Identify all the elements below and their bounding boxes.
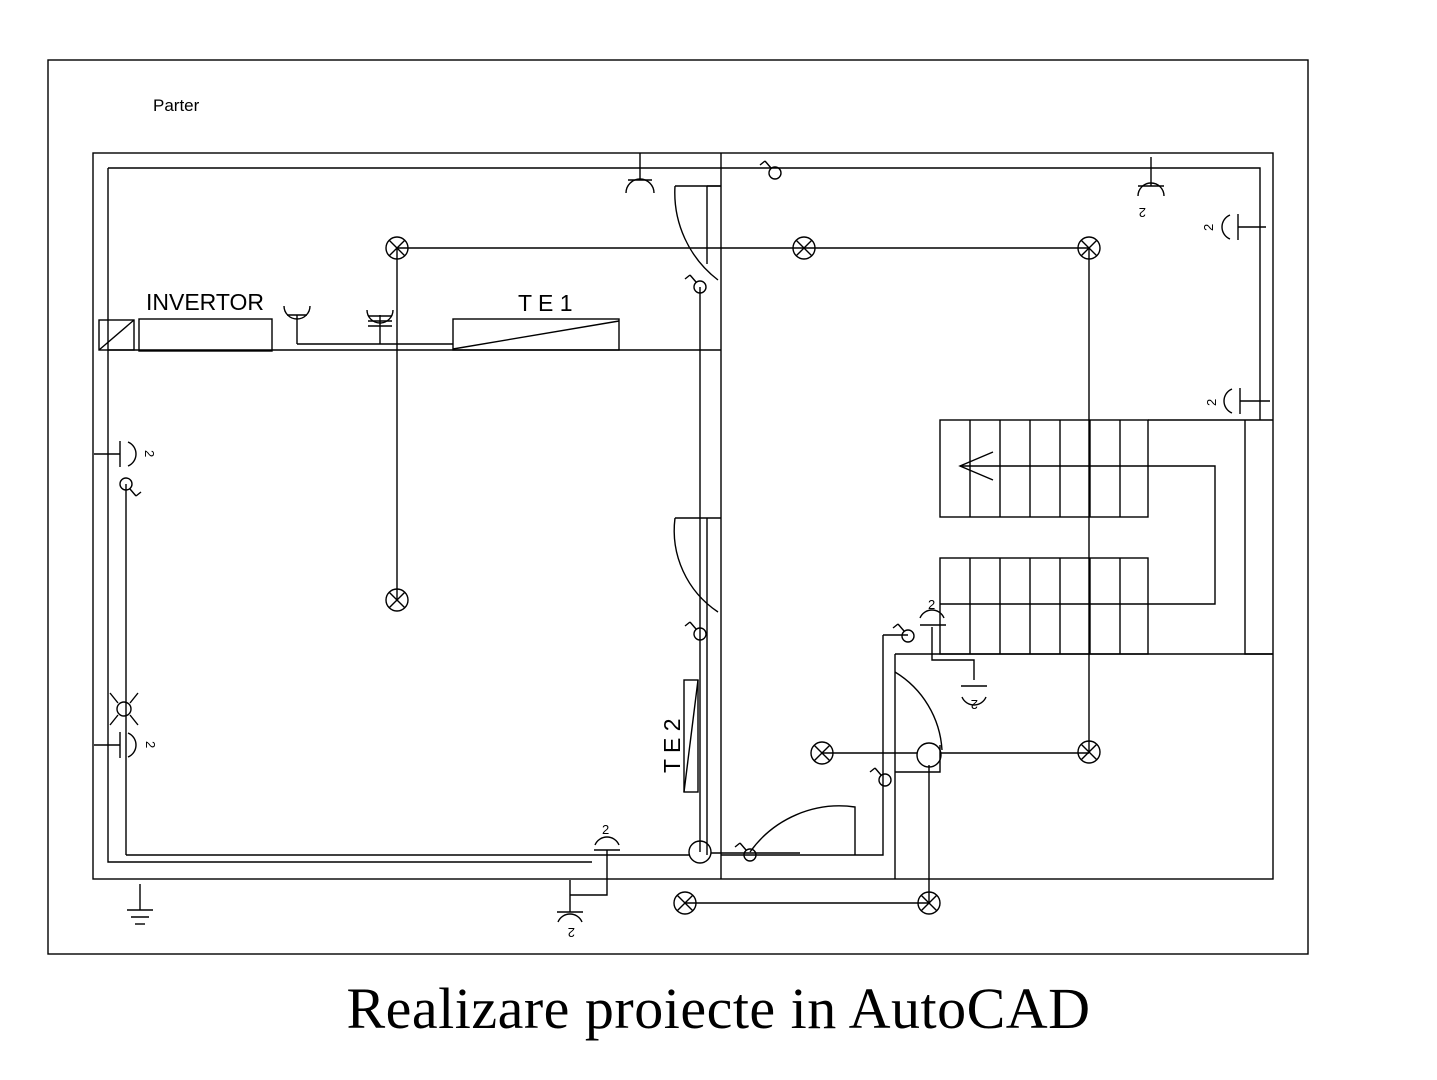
svg-text:2: 2 [1139, 205, 1146, 220]
panel-te1-label: T E 1 [518, 290, 573, 316]
staircase [939, 419, 1216, 655]
inverter-box [138, 318, 273, 352]
socket-icon: 2 [557, 880, 583, 940]
equipment-row: INVERTOR T E 1 [98, 289, 620, 352]
socket-icon: 2 [594, 822, 620, 851]
interior-walls [706, 153, 1273, 879]
sockets: 2 2 2 2 2 2 2 [119, 153, 1241, 940]
panel-te1 [452, 318, 620, 351]
svg-text:2: 2 [971, 697, 978, 712]
socket-icon: 2 [119, 441, 157, 467]
drawing-frame [47, 59, 1309, 955]
socket-icon: 2 [1137, 157, 1165, 220]
svg-text:2: 2 [1201, 224, 1216, 231]
svg-text:2: 2 [568, 925, 575, 940]
svg-text:2: 2 [142, 450, 157, 457]
socket-icon: 2 [1201, 214, 1239, 240]
inverter-label: INVERTOR [146, 289, 264, 315]
junction-boxes [688, 742, 942, 864]
svg-text:2: 2 [928, 597, 935, 612]
switch-icon [892, 623, 915, 643]
switch-icon [684, 274, 707, 294]
socket-icon: 2 [119, 732, 158, 758]
socket-icon [625, 153, 655, 194]
floor-label: Parter [153, 96, 200, 115]
switch-icon [684, 621, 707, 641]
panel-te2-label: T E 2 [659, 718, 685, 773]
socket-icon: 2 [919, 597, 946, 626]
switch-icon [119, 477, 142, 497]
double-switch-icon [109, 692, 139, 726]
switches [109, 160, 915, 862]
ceiling-lights [385, 236, 1101, 915]
svg-text:2: 2 [1204, 399, 1219, 406]
switch-icon [734, 842, 757, 862]
svg-text:2: 2 [143, 741, 158, 748]
ground-icon [127, 884, 153, 925]
svg-text:2: 2 [602, 822, 609, 837]
socket-icon: 2 [1204, 388, 1241, 414]
caption: Realizare proiecte in AutoCAD [346, 976, 1091, 1041]
door-swings [673, 185, 943, 855]
socket-icon: 2 [961, 685, 987, 712]
panel-te2: T E 2 [659, 679, 699, 793]
switch-icon [869, 767, 892, 787]
switch-icon [759, 160, 782, 180]
wiring [94, 226, 1270, 904]
